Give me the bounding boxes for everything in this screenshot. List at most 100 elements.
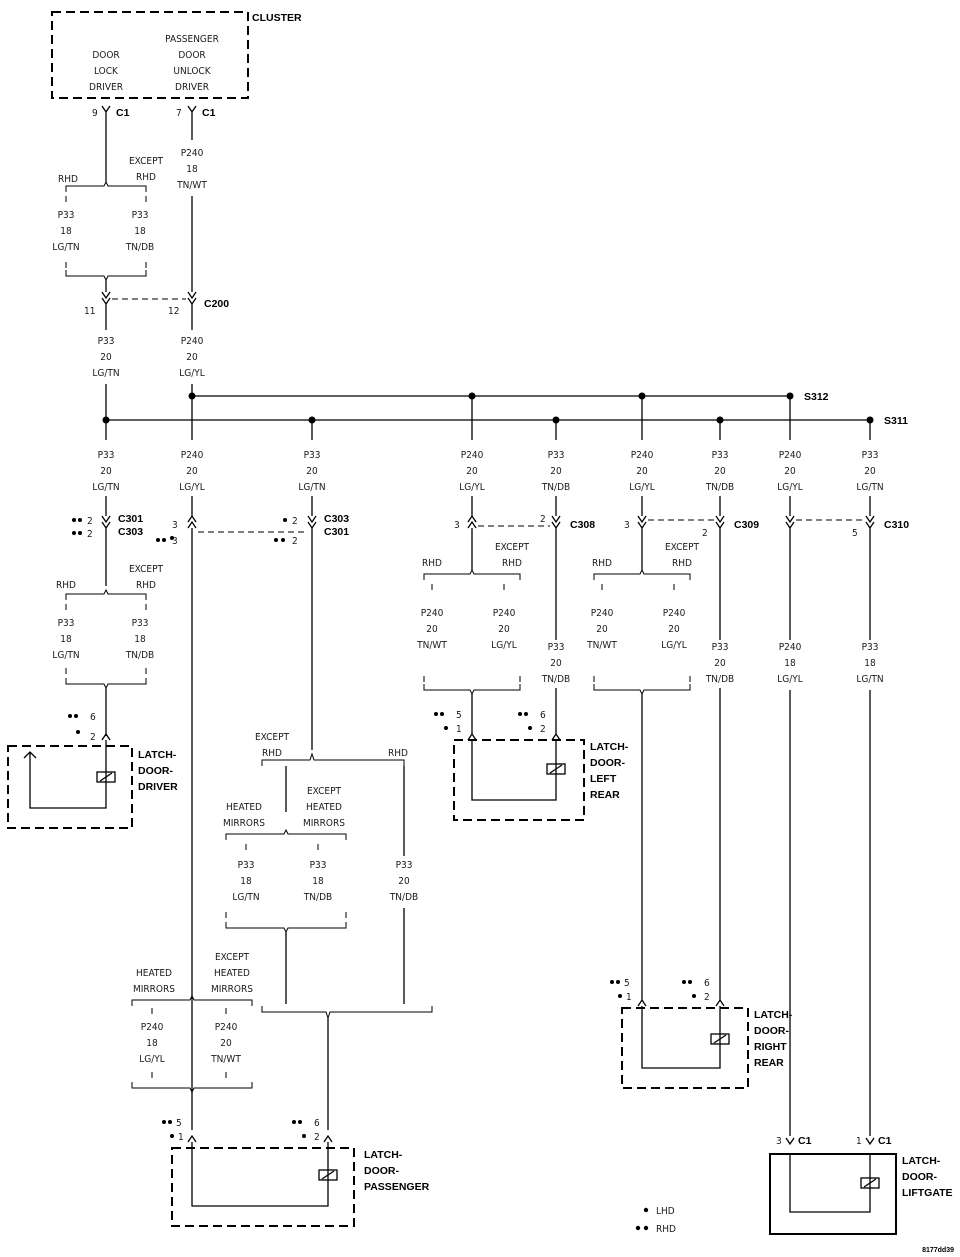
svg-text:TN/WT: TN/WT [416, 640, 447, 651]
c309-connector: 3 2 C309 RHD EXCEPT RHD P240 20 TN/WT P2… [586, 515, 759, 1000]
cluster-label: CLUSTER [252, 12, 302, 24]
svg-text:RHD: RHD [422, 558, 442, 569]
svg-text:PASSENGER: PASSENGER [364, 1181, 430, 1193]
svg-text:P240: P240 [181, 450, 204, 461]
svg-text:P33: P33 [58, 618, 75, 629]
svg-text:20: 20 [636, 466, 648, 477]
figure-id: 8177dd39 [922, 1247, 954, 1254]
svg-text:1: 1 [856, 1136, 862, 1147]
door-lock-driver-label-1: DOOR [92, 50, 119, 61]
wire-label: 20 [186, 352, 198, 363]
svg-text:1: 1 [456, 724, 462, 735]
svg-text:3: 3 [172, 520, 178, 531]
wire-label: 18 [134, 226, 146, 237]
svg-text:3: 3 [624, 520, 630, 531]
latch-door-driver: LATCH- DOOR- DRIVER [7, 740, 178, 829]
svg-text:LG/YL: LG/YL [629, 482, 655, 493]
c310-connector: 5 C310 P240 18 LG/YL P33 18 LG/TN [777, 515, 909, 1136]
c301-c303-connectors: 2 2 C301 C303 3 3 2 2 C303 C301 [72, 513, 349, 1130]
svg-text:18: 18 [312, 876, 324, 887]
svg-text:REAR: REAR [590, 789, 620, 801]
svg-text:LG/TN: LG/TN [232, 892, 259, 903]
svg-text:TN/WT: TN/WT [586, 640, 617, 651]
svg-text:TN/DB: TN/DB [541, 482, 570, 493]
svg-text:HEATED: HEATED [136, 968, 172, 979]
connector-label: C1 [202, 107, 216, 119]
svg-text:P33: P33 [712, 450, 729, 461]
option-rhd: RHD [58, 174, 78, 185]
top-left-rhd-branch: RHD EXCEPT RHD P33 18 LG/TN P33 18 TN/DB [52, 122, 164, 292]
svg-text:P240: P240 [461, 450, 484, 461]
pin-label: 11 [84, 306, 95, 317]
svg-text:18: 18 [240, 876, 252, 887]
svg-text:3: 3 [454, 520, 460, 531]
splice-label: S312 [804, 391, 829, 403]
svg-text:2: 2 [704, 992, 710, 1003]
svg-text:C309: C309 [734, 519, 759, 531]
wire-label: P33 [98, 336, 115, 347]
latch-door-right-rear: 5 1 6 2 LATCH- DOOR- RIGHT REAR [610, 978, 793, 1089]
svg-text:P240: P240 [215, 1022, 238, 1033]
svg-text:18: 18 [60, 634, 72, 645]
svg-text:LATCH-: LATCH- [138, 749, 177, 761]
wire-label: P33 [58, 210, 75, 221]
svg-text:LIFTGATE: LIFTGATE [902, 1187, 953, 1199]
svg-text:LATCH-: LATCH- [754, 1009, 793, 1021]
svg-text:5: 5 [176, 1118, 182, 1129]
svg-text:P33: P33 [304, 450, 321, 461]
latch-door-passenger: 5 1 6 2 LATCH- DOOR- PASSENGER [162, 1118, 430, 1227]
svg-text:MIRRORS: MIRRORS [303, 818, 345, 829]
svg-text:EXCEPT: EXCEPT [215, 952, 250, 963]
svg-text:LG/YL: LG/YL [459, 482, 485, 493]
svg-text:RHD: RHD [502, 558, 522, 569]
wire-label: P240 [181, 148, 204, 159]
svg-text:5: 5 [456, 710, 462, 721]
bus-branch-wire-labels: P33 20 LG/TN P240 20 LG/YL P33 20 LG/TN … [92, 450, 884, 516]
driver-door-branch: RHD EXCEPT RHD P33 18 LG/TN P33 18 TN/DB… [52, 564, 163, 743]
c308-connector: 3 2 C308 RHD EXCEPT RHD P240 20 TN/WT P2… [416, 514, 595, 734]
cluster-c1-pins: 9 C1 7 C1 [92, 105, 216, 140]
svg-text:P240: P240 [631, 450, 654, 461]
svg-text:6: 6 [314, 1118, 320, 1129]
svg-text:20: 20 [596, 624, 608, 635]
svg-text:DRIVER: DRIVER [138, 781, 178, 793]
wire-label: 18 [186, 164, 198, 175]
svg-text:LG/TN: LG/TN [92, 482, 119, 493]
svg-text:TN/DB: TN/DB [541, 674, 570, 685]
svg-text:HEATED: HEATED [214, 968, 250, 979]
svg-text:C308: C308 [570, 519, 595, 531]
svg-text:18: 18 [134, 634, 146, 645]
wire-label: LG/TN [52, 242, 79, 253]
legend-lhd: LHD [656, 1206, 675, 1217]
svg-text:2: 2 [292, 516, 298, 527]
svg-text:LG/TN: LG/TN [298, 482, 325, 493]
svg-text:TN/WT: TN/WT [210, 1054, 241, 1065]
svg-text:C301: C301 [324, 526, 349, 538]
option-except: EXCEPT [129, 156, 164, 167]
svg-text:20: 20 [714, 466, 726, 477]
legend: LHD RHD [635, 1206, 676, 1235]
svg-text:LG/YL: LG/YL [179, 482, 205, 493]
svg-text:HEATED: HEATED [306, 802, 342, 813]
svg-text:RHD: RHD [56, 580, 76, 591]
latch-door-left-rear: 5 1 6 2 LATCH- DOOR- LEFT REAR [434, 710, 629, 821]
svg-text:20: 20 [220, 1038, 232, 1049]
svg-text:DOOR-: DOOR- [138, 765, 174, 777]
svg-text:18: 18 [864, 658, 876, 669]
svg-text:20: 20 [864, 466, 876, 477]
svg-text:HEATED: HEATED [226, 802, 262, 813]
svg-text:LG/TN: LG/TN [856, 482, 883, 493]
svg-text:EXCEPT: EXCEPT [255, 732, 290, 743]
passenger-heated-branch: HEATED MIRRORS EXCEPT HEATED MIRRORS P24… [131, 952, 253, 1094]
svg-text:P240: P240 [663, 608, 686, 619]
svg-text:MIRRORS: MIRRORS [133, 984, 175, 995]
wire-label: LG/TN [92, 368, 119, 379]
svg-text:20: 20 [306, 466, 318, 477]
svg-text:RIGHT: RIGHT [754, 1041, 787, 1053]
svg-text:DOOR-: DOOR- [902, 1171, 938, 1183]
svg-text:18: 18 [784, 658, 796, 669]
svg-text:DOOR-: DOOR- [364, 1165, 400, 1177]
svg-text:EXCEPT: EXCEPT [129, 564, 164, 575]
svg-text:LATCH-: LATCH- [364, 1149, 403, 1161]
svg-text:P33: P33 [862, 450, 879, 461]
